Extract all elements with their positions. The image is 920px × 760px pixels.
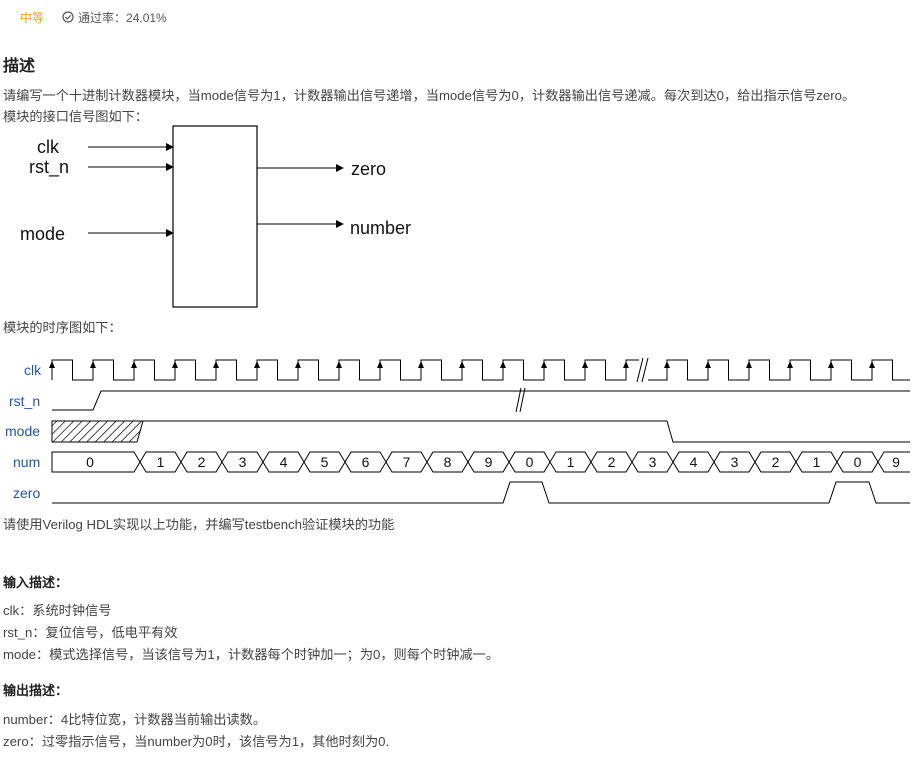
clk-rising-edge-arrow: [541, 361, 547, 368]
num-value-label: 8: [444, 454, 452, 470]
num-value-label: 9: [892, 454, 900, 470]
check-circle-icon: [62, 11, 74, 23]
difficulty-badge: 中等: [20, 10, 45, 25]
mode-waveform: [143, 420, 910, 443]
clk-rising-edge-arrow: [500, 361, 506, 368]
clk-rising-edge-arrow: [213, 361, 219, 368]
interface-diagram: clk rst_n mode zero number: [20, 125, 411, 308]
clk-rising-edge-arrow: [746, 361, 752, 368]
input-line-mode: mode：模式选择信号，当该信号为1，计数器每个时钟加一；为0，则每个时钟减一。: [3, 647, 500, 662]
clk-waveform: [49, 359, 910, 381]
num-value-label: 4: [690, 454, 698, 470]
num-bus-segment: [51, 451, 141, 473]
port-number: number: [350, 218, 411, 238]
clk-rising-edge-arrow: [254, 361, 260, 368]
output-line-number: number：4比特位宽，计数器当前输出读数。: [3, 712, 267, 727]
num-value-label: 6: [362, 454, 370, 470]
clk-rising-edge-arrow: [295, 361, 301, 368]
input-description-heading: 输入描述：: [3, 575, 69, 590]
clk-rising-edge-arrow: [90, 361, 96, 368]
num-value-label: 9: [485, 454, 493, 470]
description-heading: 描述: [3, 58, 36, 75]
rst-n-waveform: [52, 390, 910, 411]
clk-rising-edge-arrow: [787, 361, 793, 368]
num-value-label: 2: [198, 454, 206, 470]
clk-rising-edge-arrow: [172, 361, 178, 368]
timing-diagram: clk rst_n mode num zero 0 1 2 3 4 5 6 7 8 9 0 1 2 3 4 3…: [5, 357, 910, 504]
num-value-label: 1: [813, 454, 821, 470]
port-mode: mode: [20, 224, 65, 244]
port-clk: clk: [37, 137, 60, 157]
rst-n-break-mark: [515, 387, 526, 413]
pass-rate: 通过率：24.01%: [62, 9, 167, 26]
num-value-label: 2: [772, 454, 780, 470]
clk-rising-edge-arrow: [623, 361, 629, 368]
num-value-label: 3: [649, 454, 657, 470]
signal-label-clk: clk: [24, 362, 42, 378]
clk-rising-edge-arrow: [418, 361, 424, 368]
timing-caption: 模块的时序图如下：: [3, 320, 122, 335]
pass-rate-text: 通过率：24.01%: [78, 10, 167, 25]
num-value-label: 0: [86, 454, 94, 470]
num-waveform: 0 1 2 3 4 5 6 7 8 9 0 1 2 3 4 3 2 1 0 9: [51, 451, 910, 473]
port-zero: zero: [351, 159, 386, 179]
instruction-text: 请使用Verilog HDL实现以上功能，并编写testbench验证模块的功能: [3, 517, 395, 532]
output-line-zero: zero：过零指示信号，当number为0时，该信号为1，其他时刻为0.: [3, 734, 390, 749]
clk-rising-edge-arrow: [336, 361, 342, 368]
num-value-label: 1: [157, 454, 165, 470]
description-line-2: 模块的接口信号图如下：: [3, 109, 149, 124]
clk-rising-edge-arrow: [377, 361, 383, 368]
module-block: [172, 125, 258, 308]
port-rst-n: rst_n: [29, 157, 69, 178]
clk-rising-edge-arrow: [459, 361, 465, 368]
num-value-label: 3: [239, 454, 247, 470]
signal-label-mode: mode: [5, 423, 40, 439]
num-value-label: 5: [321, 454, 329, 470]
signal-label-zero: zero: [13, 485, 40, 501]
clk-rising-edge-arrow: [869, 361, 875, 368]
clk-break-mark: [636, 357, 649, 383]
num-value-label: 4: [280, 454, 288, 470]
clk-rising-edge-arrow: [664, 361, 670, 368]
signal-label-num: num: [13, 454, 40, 470]
mode-unknown-hatch: [51, 420, 144, 443]
problem-meta: 中等 通过率：24.01%: [0, 8, 167, 26]
input-line-rst-n: rst_n：复位信号，低电平有效: [3, 625, 178, 640]
description-line-1: 请编写一个十进制计数器模块，当mode信号为1，计数器输出信号递增，当mode信…: [3, 88, 856, 103]
clk-rising-edge-arrow: [49, 361, 55, 368]
output-description-heading: 输出描述：: [3, 683, 69, 698]
clk-rising-edge-arrow: [131, 361, 137, 368]
num-value-label: 2: [608, 454, 616, 470]
num-value-label: 0: [854, 454, 862, 470]
num-bus-segment: [877, 451, 910, 473]
num-value-label: 1: [567, 454, 575, 470]
clk-rising-edge-arrow: [828, 361, 834, 368]
signal-label-rst-n: rst_n: [9, 393, 40, 409]
num-value-label: 3: [731, 454, 739, 470]
num-value-label: 0: [526, 454, 534, 470]
num-value-label: 7: [403, 454, 411, 470]
input-line-clk: clk：系统时钟信号: [3, 603, 112, 618]
clk-rising-edge-arrow: [582, 361, 588, 368]
zero-waveform: [52, 481, 910, 504]
clk-rising-edge-arrow: [705, 361, 711, 368]
